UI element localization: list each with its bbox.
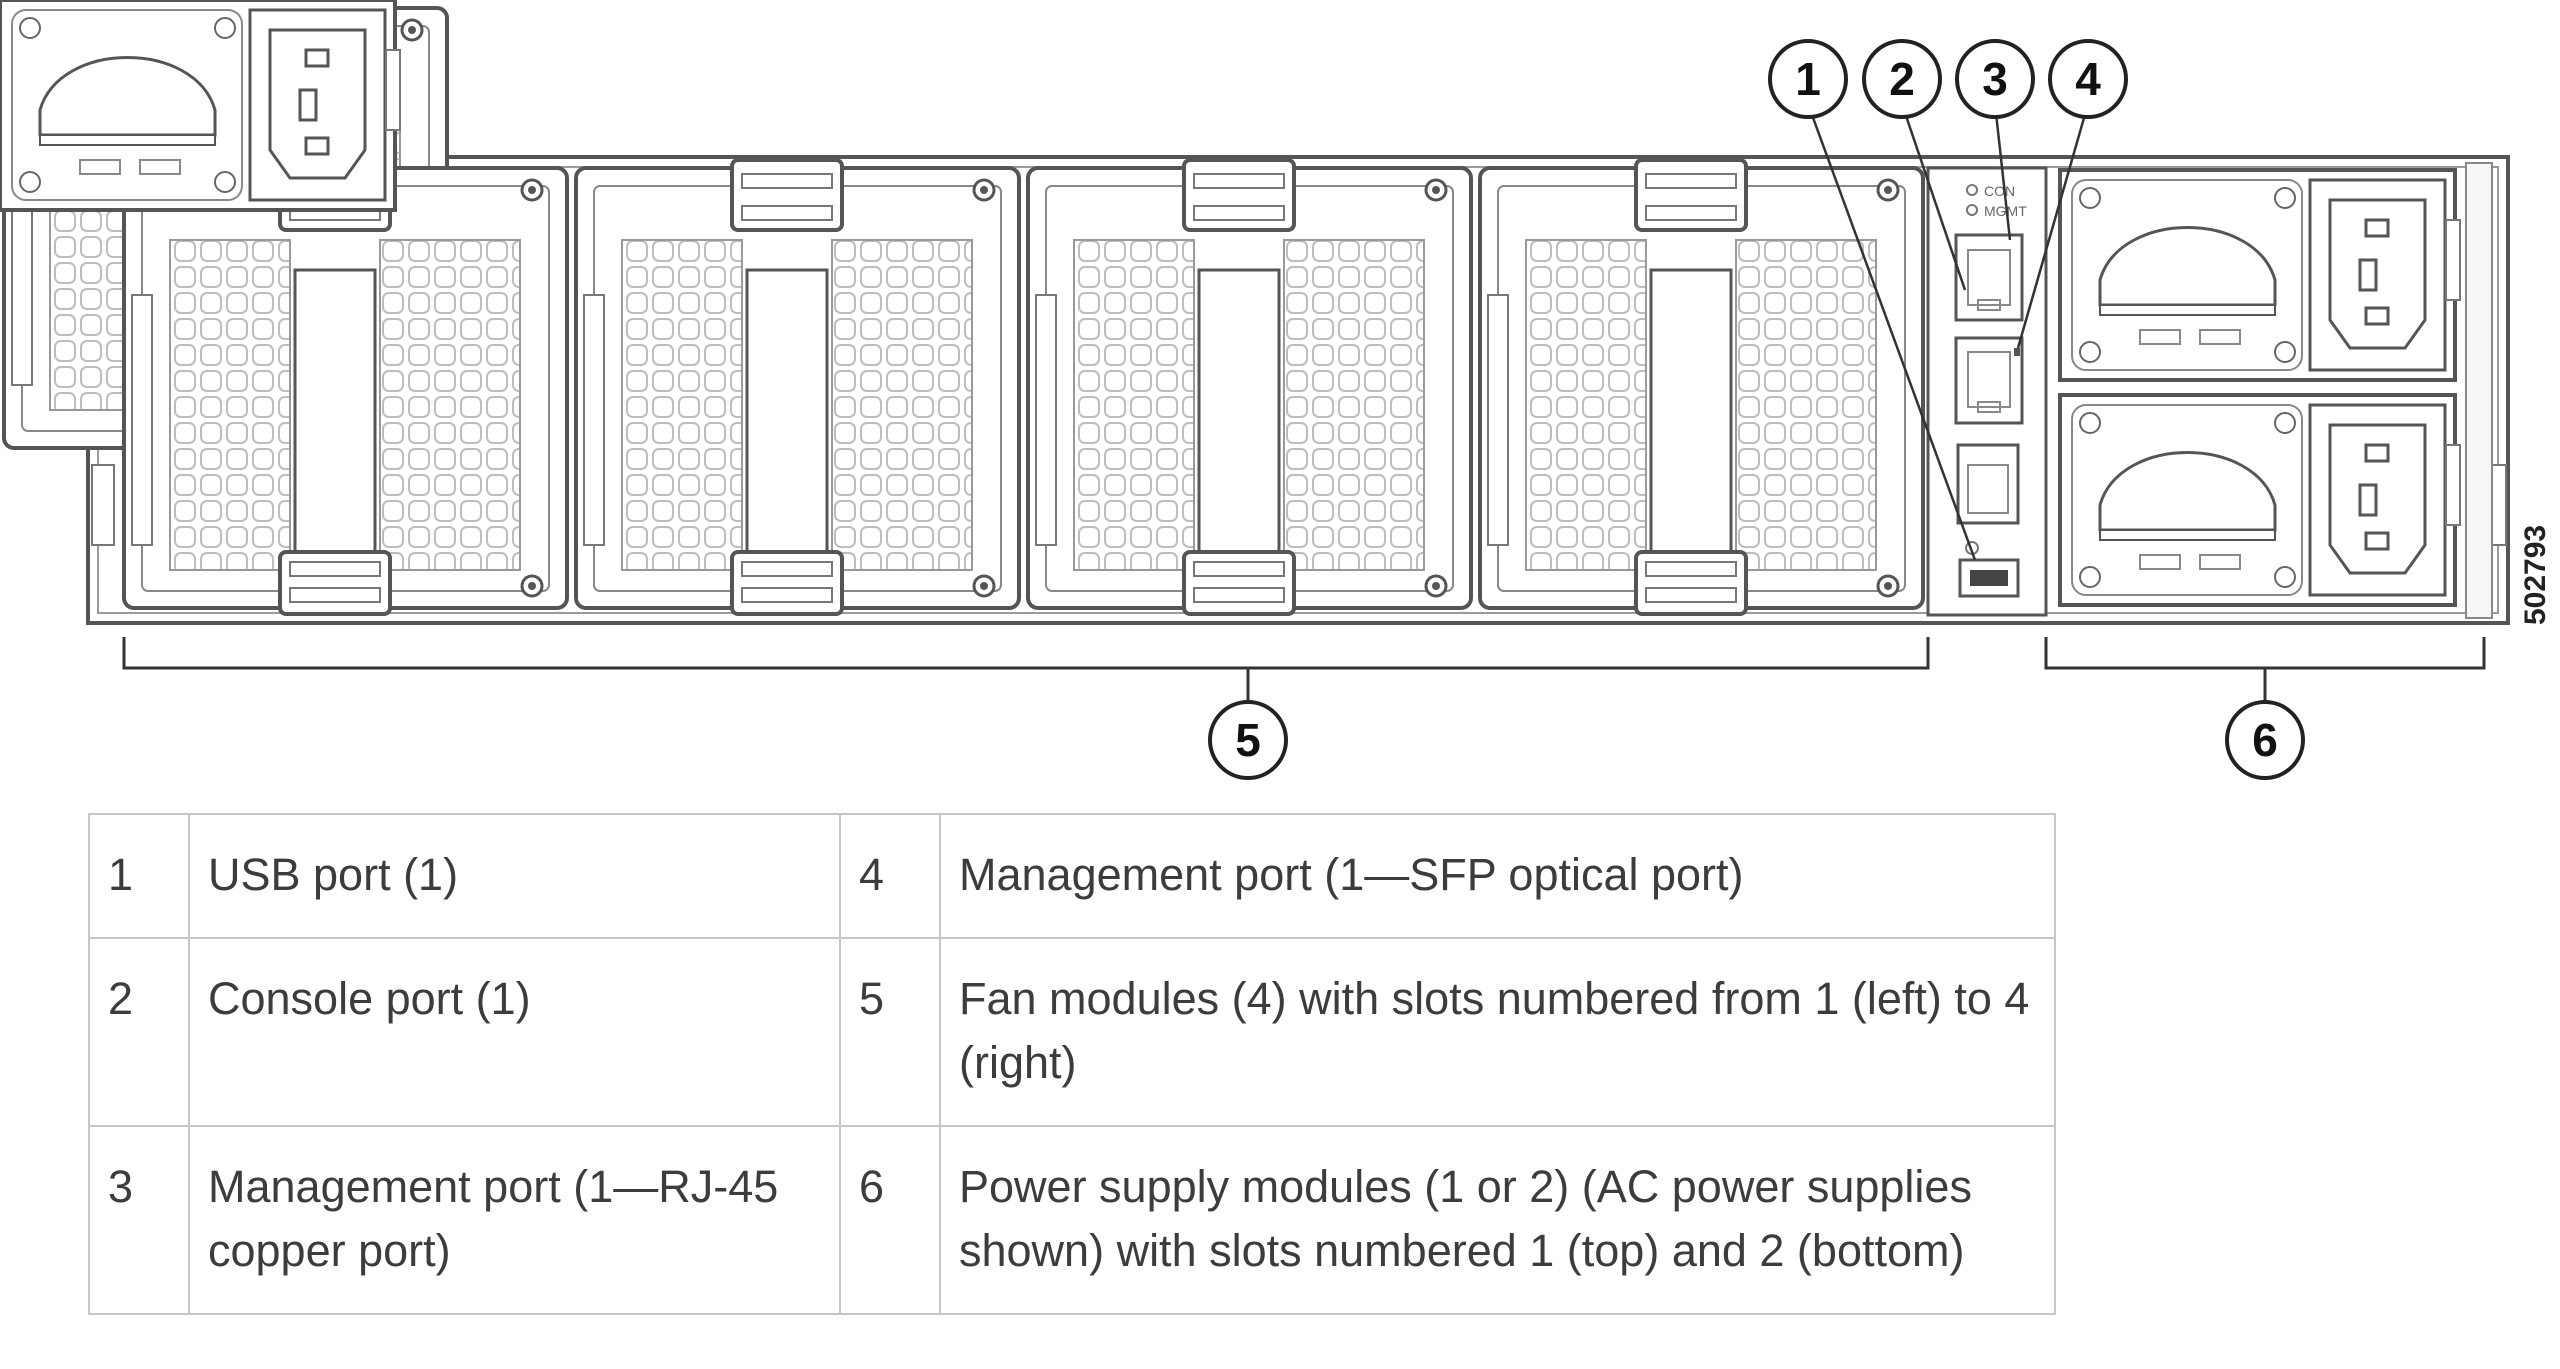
legend-number: 2 <box>88 937 190 1127</box>
table-row: 3 Management port (1—RJ-45 copper port) … <box>88 1125 2056 1315</box>
panel-label-con: CON <box>1984 183 2015 199</box>
svg-text:6: 6 <box>2252 714 2278 766</box>
callout-1: 1 <box>1768 39 1848 119</box>
rj45-management-port <box>1954 336 2024 425</box>
legend-description: Console port (1) <box>188 937 841 1127</box>
svg-text:1: 1 <box>1795 53 1821 105</box>
callout-6: 6 <box>2225 700 2305 780</box>
usb-port <box>1958 541 2020 598</box>
legend-description: Fan modules (4) with slots numbered from… <box>939 937 2056 1127</box>
power-supply-modules <box>0 0 2462 607</box>
callout-2: 2 <box>1862 39 1942 119</box>
callout-3: 3 <box>1955 39 2035 119</box>
table-row: 1 USB port (1) 4 Management port (1—SFP … <box>88 813 2056 939</box>
legend-number: 6 <box>839 1125 941 1315</box>
legend-table: 1 USB port (1) 4 Management port (1—SFP … <box>88 813 2056 1315</box>
console-port <box>1954 233 2024 322</box>
svg-text:4: 4 <box>2075 53 2101 105</box>
svg-text:5: 5 <box>1235 714 1261 766</box>
figure-id: 502793 <box>2519 525 2552 625</box>
legend-description: Management port (1—RJ-45 copper port) <box>188 1125 841 1315</box>
svg-text:2: 2 <box>1889 53 1915 105</box>
legend-number: 4 <box>839 813 941 939</box>
brackets <box>122 637 2486 703</box>
chassis-rear-diagram: CON MGMT <box>0 0 2552 780</box>
legend-number: 5 <box>839 937 941 1127</box>
legend-number: 3 <box>88 1125 190 1315</box>
callout-leader-lines <box>1806 103 2090 561</box>
table-row: 2 Console port (1) 5 Fan modules (4) wit… <box>88 937 2056 1127</box>
sfp-management-port <box>1956 443 2020 525</box>
legend-description: Management port (1—SFP optical port) <box>939 813 2056 939</box>
power-supply-module <box>0 0 401 212</box>
legend-number: 1 <box>88 813 190 939</box>
callout-4: 4 <box>2048 39 2128 119</box>
legend-description: Power supply modules (1 or 2) (AC power … <box>939 1125 2056 1315</box>
callout-5: 5 <box>1208 700 1288 780</box>
legend-description: USB port (1) <box>188 813 841 939</box>
svg-text:3: 3 <box>1982 53 2008 105</box>
